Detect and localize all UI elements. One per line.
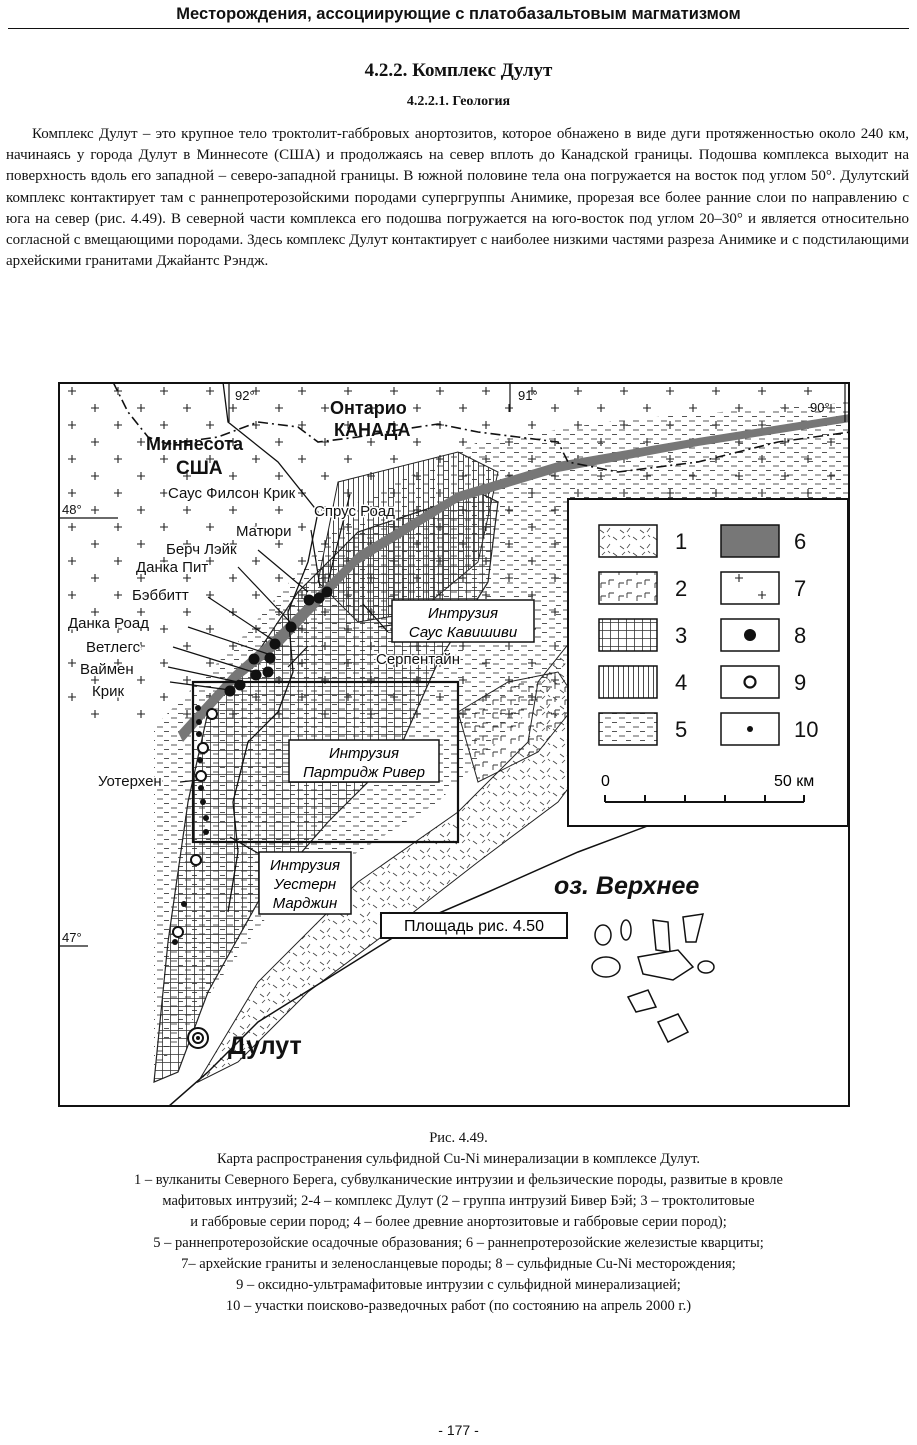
- caption-line: 9 – оксидно-ультрамафитовые интрузии с с…: [236, 1277, 681, 1293]
- geologic-map: 92° 91° 90° 48° 47° Онтарио КАНАДА Минне…: [58, 382, 850, 1107]
- label-maturi: Матюри: [236, 523, 292, 540]
- svg-text:Площадь рис. 4.50: Площадь рис. 4.50: [404, 918, 544, 935]
- svg-text:10: 10: [794, 717, 818, 742]
- page-number: - 177 -: [438, 1422, 479, 1438]
- scale-bar: [604, 795, 805, 803]
- label-wetlegs: Ветлегс: [86, 639, 141, 656]
- intrusion-label-south-kawishiwi: Интрузия Саус Кавишиви: [391, 599, 535, 643]
- exploration-sites: [172, 705, 209, 945]
- svg-text:Марджин: Марджин: [273, 895, 338, 912]
- running-header: Месторождения, ассоциирующие с платобаза…: [8, 4, 909, 29]
- label-babbitt: Бэббитт: [132, 587, 189, 604]
- area-4-50-label: Площадь рис. 4.50: [380, 912, 568, 939]
- section-title: 4.2.2. Комплекс Дулут: [364, 60, 553, 81]
- svg-text:4: 4: [675, 670, 687, 695]
- svg-text:9: 9: [794, 670, 806, 695]
- label-canada: КАНАДА: [334, 420, 410, 440]
- svg-text:Партридж Ривер: Партридж Ривер: [303, 764, 425, 781]
- us-canada-border: [112, 382, 850, 473]
- caption-title: Карта распространения сульфидной Cu-Ni м…: [216, 1151, 701, 1167]
- label-47: 47°: [62, 930, 82, 945]
- svg-text:3: 3: [675, 623, 687, 648]
- label-water-hen: Уотерхен: [98, 773, 162, 790]
- svg-text:Интрузия: Интрузия: [428, 605, 498, 622]
- label-92: 92°: [235, 388, 255, 403]
- label-duluth: Дулут: [228, 1032, 302, 1060]
- caption-line: 7– архейские граниты и зеленосланцевые п…: [181, 1256, 736, 1272]
- svg-text:8: 8: [794, 623, 806, 648]
- duluth-city-icon: [187, 1027, 209, 1049]
- intrusion-label-partridge-river: Интрузия Партридж Ривер: [288, 739, 440, 783]
- intrusion-label-western-margin: Интрузия Уестерн Марджин: [258, 851, 352, 915]
- svg-text:Саус Кавишиви: Саус Кавишиви: [409, 624, 518, 641]
- svg-text:Интрузия: Интрузия: [329, 745, 399, 762]
- caption-line: 1 – вулканиты Северного Берега, субвулка…: [134, 1172, 783, 1188]
- figure-caption: Рис. 4.49. Карта распространения сульфид…: [0, 1128, 917, 1317]
- label-48: 48°: [62, 502, 82, 517]
- area-4-50-box: [191, 680, 460, 844]
- svg-text:7: 7: [794, 576, 806, 601]
- label-minnesota: Миннесота: [146, 434, 244, 454]
- label-dunka-road: Данка Роад: [68, 615, 149, 632]
- label-birch-lake: Берч Лэйк: [166, 541, 237, 558]
- label-91: 91°: [518, 388, 538, 403]
- caption-line: и габбровые серии пород; 4 – более древн…: [190, 1214, 727, 1230]
- caption-fig-number: Рис. 4.49.: [429, 1130, 488, 1146]
- label-dunka-pit: Данка Пит: [136, 559, 208, 576]
- label-ontario: Онтарио: [330, 398, 407, 418]
- label-spruce-road: Спрус Роад: [314, 503, 395, 520]
- caption-line: мафитовых интрузий; 2-4 – комплекс Дулут…: [162, 1193, 755, 1209]
- label-south-filson-creek: Саус Филсон Крик: [168, 485, 296, 502]
- caption-line: 10 – участки поисково-разведочных работ …: [225, 1298, 692, 1314]
- map-legend: 1 2 3 4 5 6 7 8 9 10 0 50 км: [567, 498, 849, 827]
- scale-max: 50 км: [774, 773, 814, 790]
- river: [222, 382, 319, 913]
- caption-line: 5 – раннепротерозойские осадочные образо…: [153, 1235, 764, 1251]
- svg-text:6: 6: [794, 529, 806, 554]
- label-creek: Крик: [92, 683, 124, 700]
- label-lake-superior: оз. Верхнее: [554, 872, 699, 900]
- label-90: 90°: [810, 400, 830, 415]
- label-usa: США: [176, 458, 223, 479]
- iron-formation-band: [178, 414, 850, 742]
- label-serpentine: Серпентайн: [376, 651, 460, 668]
- svg-text:Уестерн: Уестерн: [273, 876, 336, 893]
- subsection-title: 4.2.2.1. Геология: [406, 94, 511, 109]
- body-paragraph: Комплекс Дулут – это крупное тело трокто…: [6, 126, 909, 270]
- leader-lines: [167, 493, 464, 857]
- svg-text:2: 2: [675, 576, 687, 601]
- svg-text:Интрузия: Интрузия: [270, 857, 340, 874]
- scale-zero: 0: [601, 773, 610, 790]
- svg-text:5: 5: [675, 717, 687, 742]
- islands: [591, 913, 715, 1044]
- oxide-intrusions: [172, 708, 218, 938]
- label-wyman: Ваймен: [80, 661, 134, 678]
- svg-text:1: 1: [675, 529, 687, 554]
